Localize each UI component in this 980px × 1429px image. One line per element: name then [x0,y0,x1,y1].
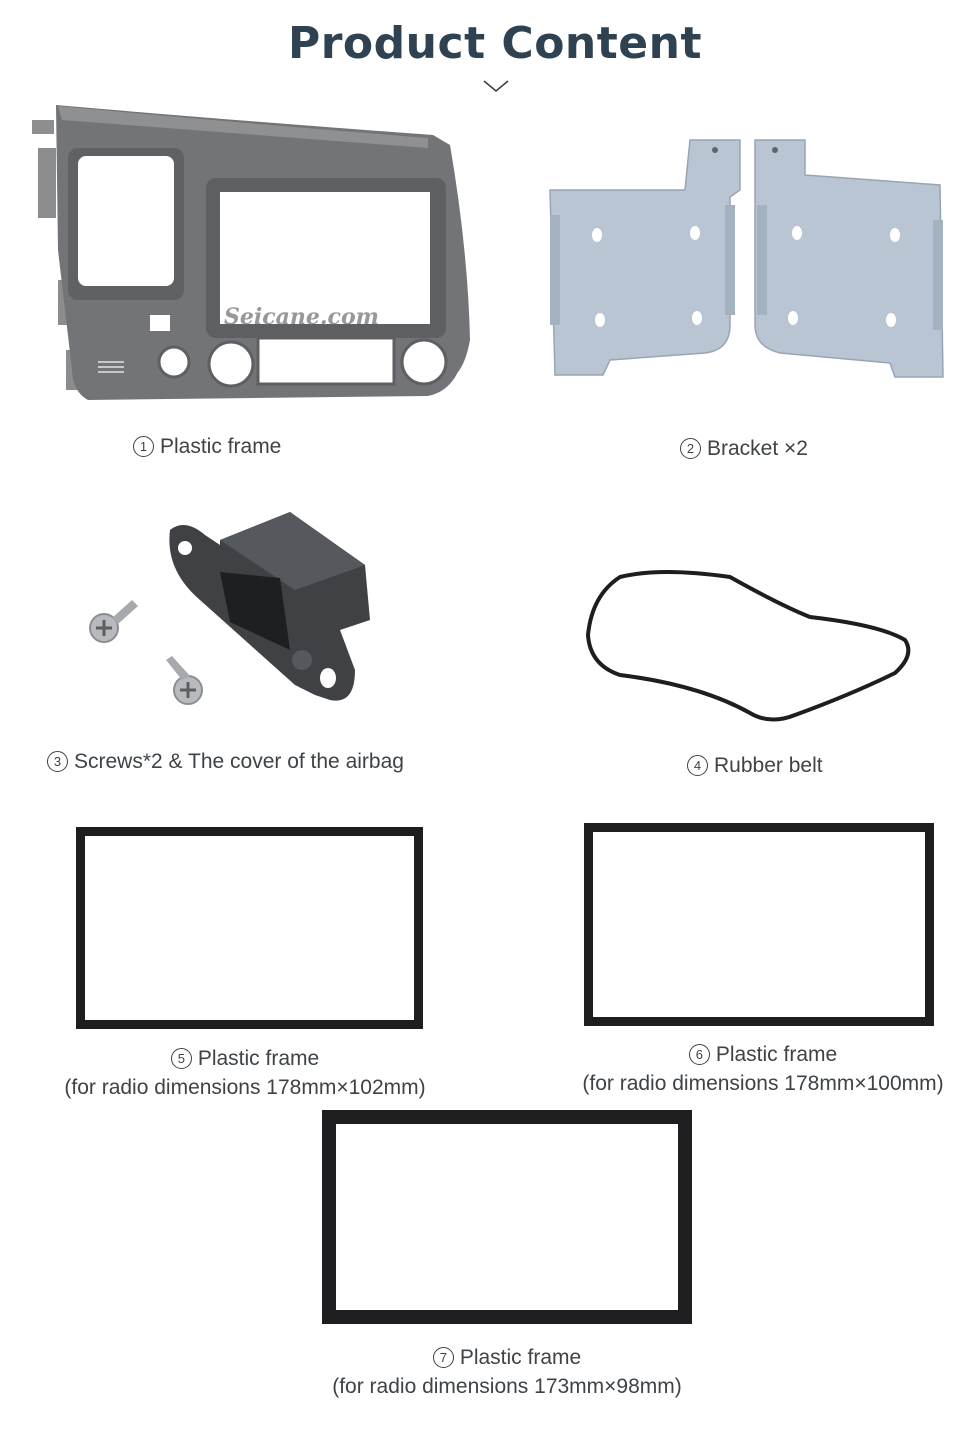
caption-1: 1 Plastic frame [133,432,281,461]
caption-label: Plastic frame [197,1047,320,1070]
caption-sub: (for radio dimensions 178mm×100mm) [582,1072,944,1095]
caption-sub: (for radio dimensions 178mm×102mm) [64,1076,426,1099]
number-badge: 6 [688,1044,710,1065]
number-badge: 2 [680,438,701,459]
number-badge: 1 [133,436,154,457]
caption-4: 4 Rubber belt [687,751,823,780]
number-badge: 3 [47,751,68,772]
chevron-down-icon [482,78,510,94]
airbag-cover-image [80,510,380,720]
caption-label: Plastic frame [160,435,282,458]
caption-label: Plastic frame [715,1043,838,1066]
caption-label: Screws*2 & The cover of the airbag [74,750,404,773]
caption-3: 3 Screws*2 & The cover of the airbag [47,747,404,776]
bracket-image [545,135,945,385]
frame-7-image [322,1110,692,1324]
number-badge: 7 [432,1347,454,1368]
watermark-text: Seicane.com [224,304,379,330]
dash-frame-image: Seicane.com [28,100,478,405]
frame-5-image [76,827,423,1029]
frame-6-image [584,823,934,1026]
rubber-belt-image [580,565,920,735]
caption-label: Plastic frame [459,1346,582,1369]
number-badge: 4 [687,755,708,776]
caption-label: Rubber belt [714,754,823,777]
page-title: Product Content [287,18,702,69]
caption-sub: (for radio dimensions 173mm×98mm) [332,1375,682,1398]
number-badge: 5 [170,1048,192,1069]
caption-label: Bracket ×2 [707,437,808,460]
caption-2: 2 Bracket ×2 [680,434,808,463]
